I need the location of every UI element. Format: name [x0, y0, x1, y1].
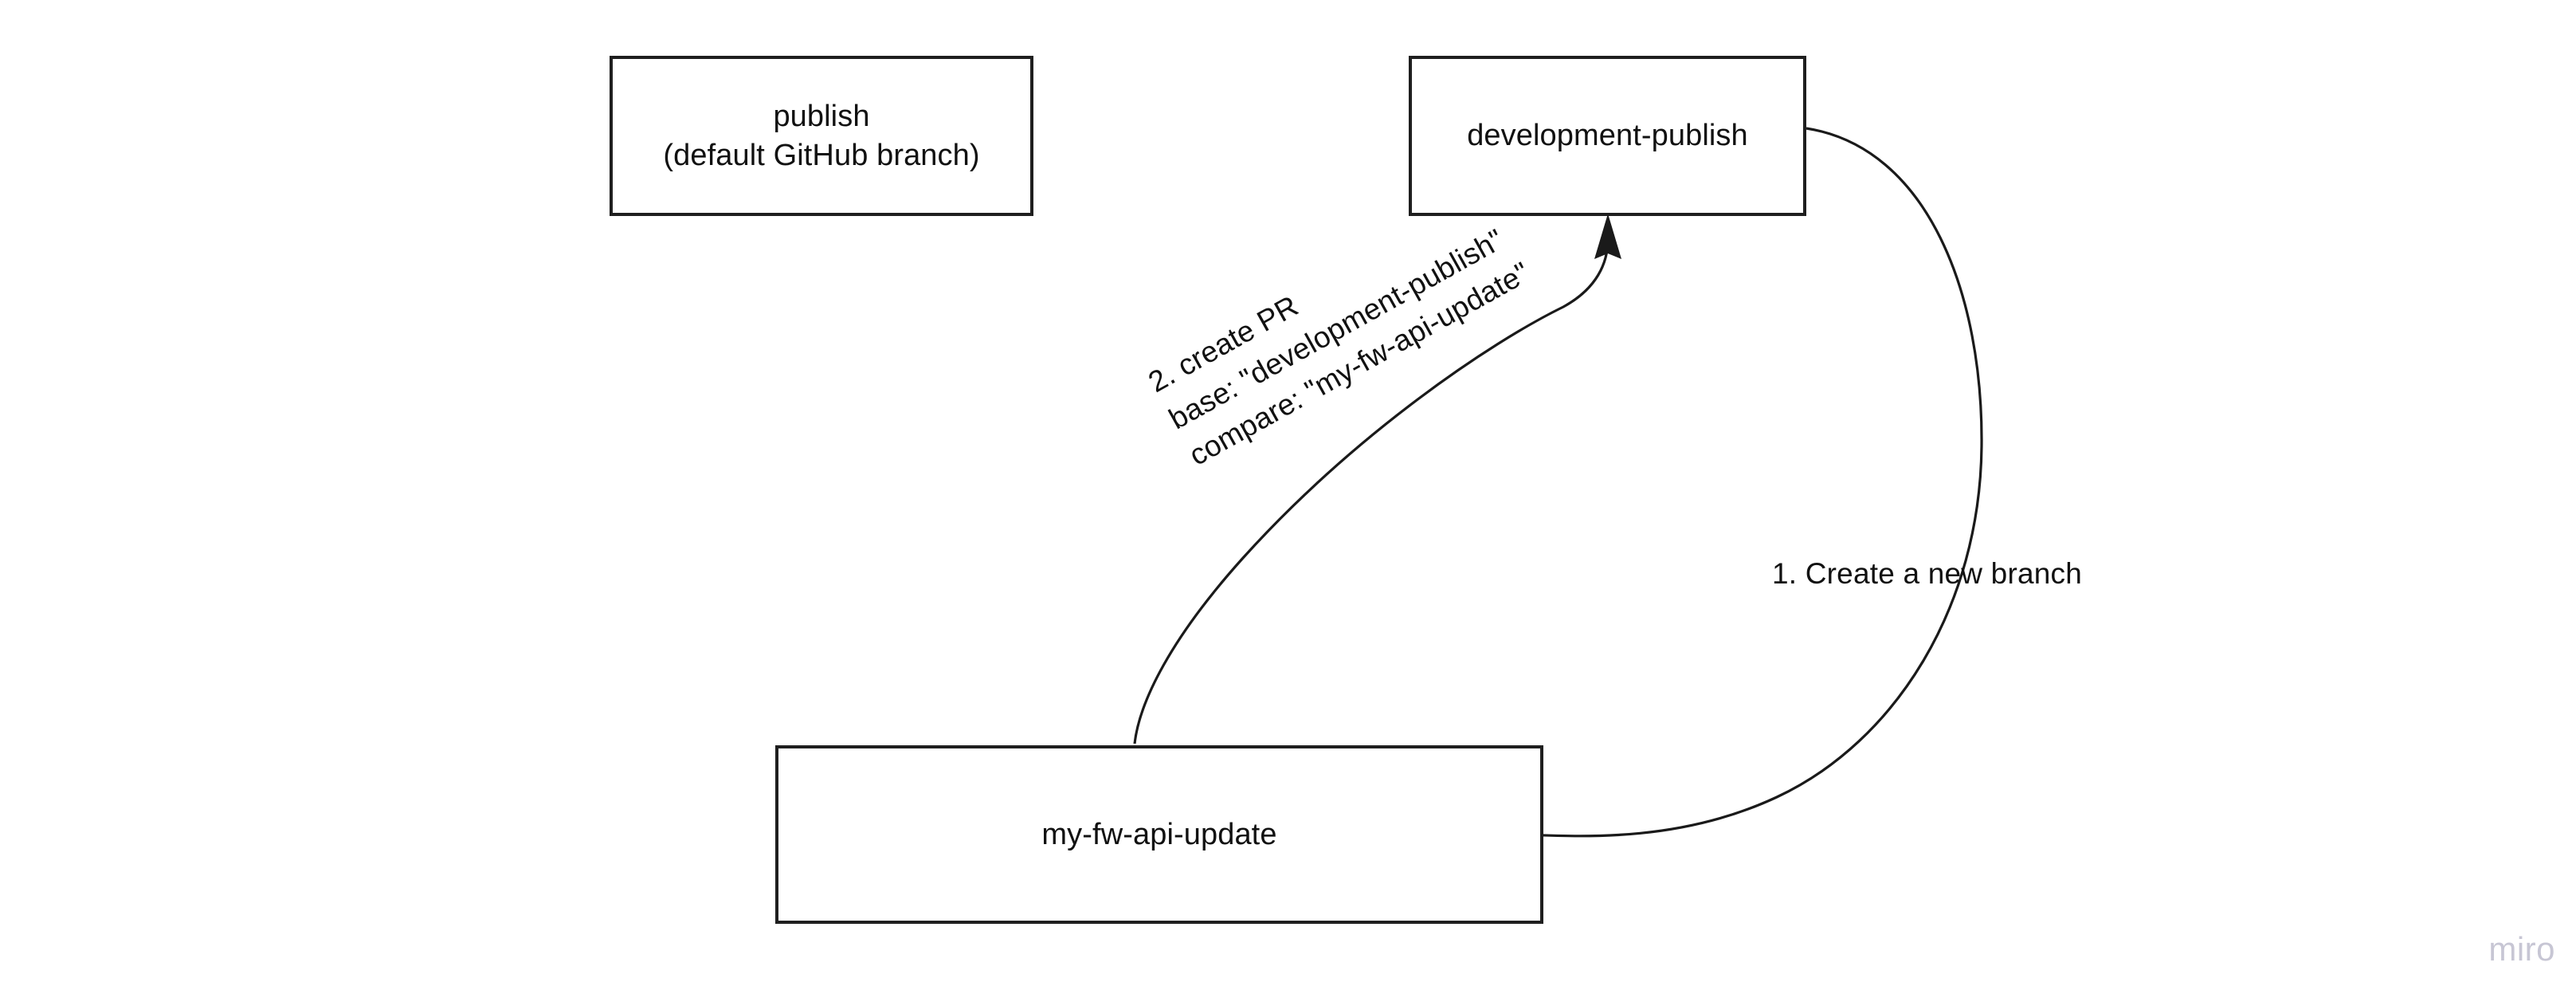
node-my-fw-api-update-label: my-fw-api-update [1041, 817, 1277, 851]
edge-create-pr-arrowhead [1594, 214, 1621, 259]
node-publish-label: publish (default GitHub branch) [663, 99, 980, 172]
node-development-publish-label: development-publish [1467, 119, 1748, 153]
edge-create-a-new-branch-path [1523, 127, 1983, 838]
miro-watermark: miro [2488, 930, 2555, 968]
node-publish[interactable]: publish (default GitHub branch) [610, 56, 1033, 216]
edge-label-create-a-new-branch: 1. Create a new branch [1772, 557, 2083, 590]
edge-label-create-pr: 2. create PR base: "development-publish"… [1143, 222, 1535, 472]
node-my-fw-api-update[interactable]: my-fw-api-update [775, 745, 1543, 924]
edge-create-a-new-branch[interactable] [1498, 127, 1983, 849]
